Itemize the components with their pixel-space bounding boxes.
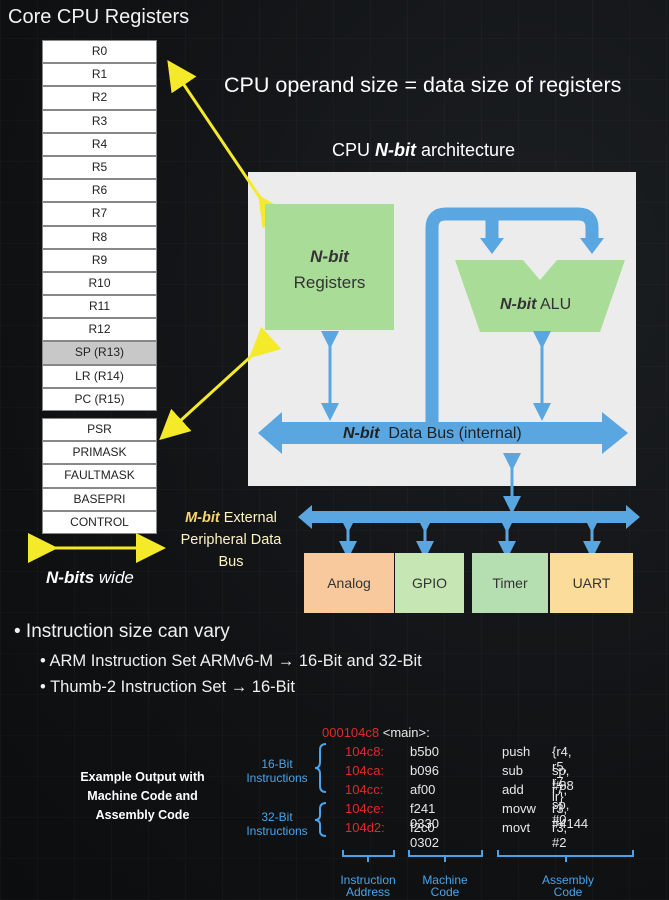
register-cell: R2 xyxy=(42,86,157,110)
code-args: r7, sp, #0 xyxy=(552,782,570,827)
register-cell: LR (R14) xyxy=(42,364,157,388)
register-cell: R9 xyxy=(42,248,157,272)
peripheral-gpio: GPIO xyxy=(395,553,464,613)
register-cell: R10 xyxy=(42,271,157,296)
register-cell: R5 xyxy=(42,155,157,180)
register-cell: R3 xyxy=(42,109,157,133)
register-cell: PC (R15) xyxy=(42,387,157,411)
special-register-cell: FAULTMASK xyxy=(42,464,157,488)
special-register-cell: PSR xyxy=(42,418,157,442)
peripheral-uart: UART xyxy=(550,553,633,613)
register-cell: R0 xyxy=(42,40,157,64)
code-machine: f241 0330 xyxy=(410,801,439,831)
special-register-cell: PRIMASK xyxy=(42,441,157,465)
alu-label: N-bit ALU xyxy=(500,296,572,313)
register-cell: R6 xyxy=(42,179,157,203)
operand-size-headline: CPU operand size = data size of register… xyxy=(224,73,622,97)
code-address: 104ce: xyxy=(345,801,385,816)
core-registers-title: Core CPU Registers xyxy=(8,6,190,28)
architecture-title: CPU N-bit architecture xyxy=(332,140,516,160)
code-machine: af00 xyxy=(410,782,436,797)
register-cell: R12 xyxy=(42,318,157,342)
yellow-arrow-down xyxy=(159,326,282,441)
data-bus-label: N-bit Data Bus (internal) xyxy=(343,425,522,442)
code-address: 104c8: xyxy=(345,744,385,759)
internal-data-bus xyxy=(258,412,628,454)
code-opcode: push xyxy=(502,744,531,759)
peripheral-analog: Analog xyxy=(304,553,394,613)
code-address: 104d2: xyxy=(345,820,385,835)
code-opcode: add xyxy=(502,782,524,797)
bullet-instruction-size: • Instruction size can vary xyxy=(14,621,230,642)
code-opcode: movt xyxy=(502,820,531,835)
code-args: r3, #2 xyxy=(552,820,568,850)
code-address: 104cc: xyxy=(345,782,384,797)
bullet-armv6m: • ARM Instruction Set ARMv6-M → 16-Bit a… xyxy=(40,652,422,670)
n-bit-registers-box: N-bit Registers xyxy=(265,204,394,330)
code-machine: f2c0 0302 xyxy=(410,820,439,850)
code-header: 000104c8 <main>: xyxy=(322,725,430,740)
external-peripheral-bus xyxy=(298,505,640,529)
code-args: {r4, r5, r7, lr} xyxy=(552,744,572,804)
yellow-arrow-up xyxy=(167,60,288,229)
alu-feedback-path xyxy=(425,207,599,424)
code-args: sp, #88 xyxy=(552,763,574,793)
code-address: 104ca: xyxy=(345,763,385,778)
register-cell: R8 xyxy=(42,225,157,249)
code-opcode: sub xyxy=(502,763,523,778)
external-bus-label: M-bit External Peripheral Data Bus xyxy=(180,510,282,570)
example-output-label: Example Output with Machine Code and Ass… xyxy=(80,770,205,822)
register-cell: R4 xyxy=(42,132,157,156)
register-cell: R11 xyxy=(42,295,157,319)
special-register-cell: BASEPRI xyxy=(42,487,157,511)
register-cell: SP (R13) xyxy=(42,341,157,365)
code-args: r3, #4144 xyxy=(552,801,589,831)
alu-shape xyxy=(455,260,625,332)
code-opcode: movw xyxy=(502,801,536,816)
register-cell: R1 xyxy=(42,63,157,87)
peripheral-timer: Timer xyxy=(472,553,548,613)
code-machine: b096 xyxy=(410,763,439,778)
register-cell: R7 xyxy=(42,202,157,226)
nbits-wide-label: N-bits wide xyxy=(46,568,134,587)
code-machine: b5b0 xyxy=(410,744,439,759)
bullet-thumb2: • Thumb-2 Instruction Set → 16-Bit xyxy=(40,678,295,696)
